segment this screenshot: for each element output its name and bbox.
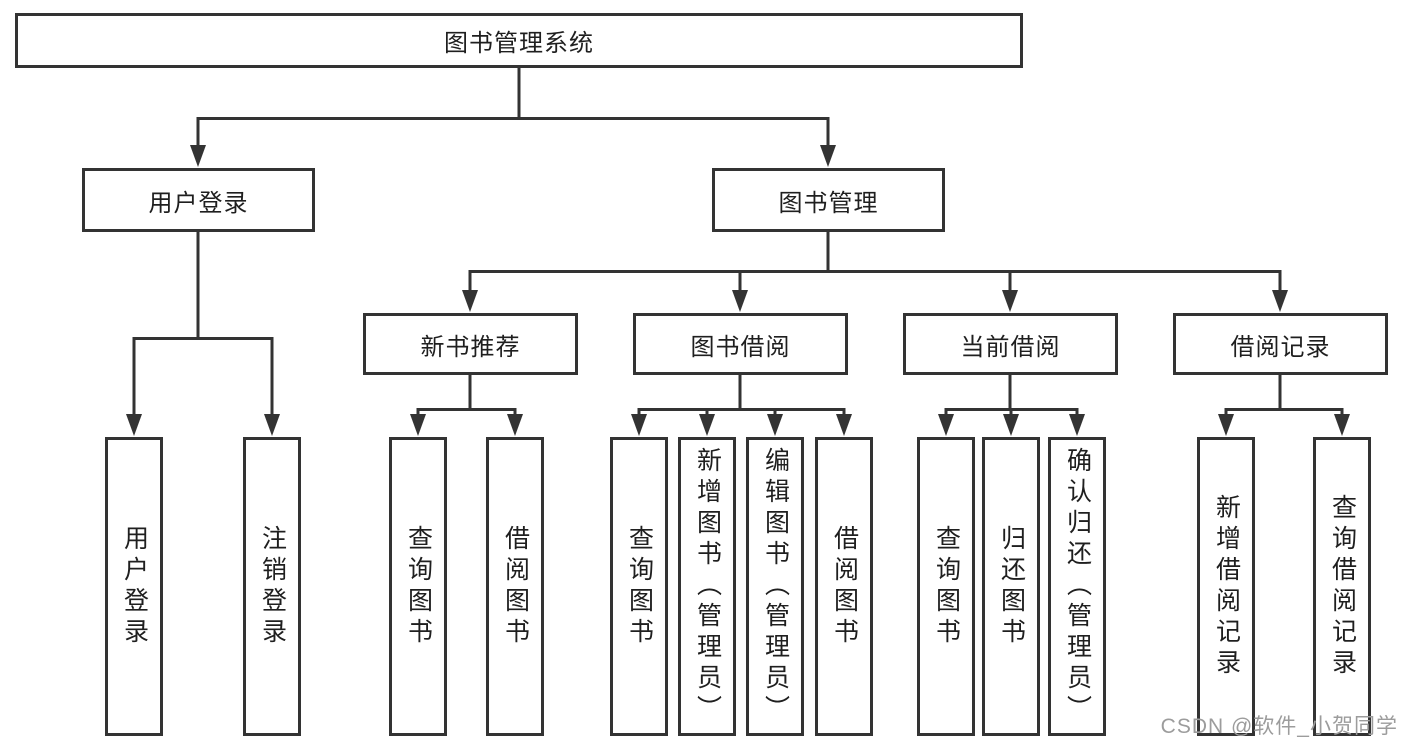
- leaf-edit-book-admin-label: 编辑图书（管理员）: [761, 447, 790, 726]
- branch-book-management-box: 图书管理: [712, 168, 945, 232]
- leaf-query-borrow-record-label: 查询借阅记录: [1328, 493, 1357, 680]
- leaf-current-query-books-box: 查询图书: [917, 437, 975, 736]
- leaf-recommend-query-books-box: 查询图书: [389, 437, 447, 736]
- root-box-library-system: 图书管理系统: [15, 13, 1023, 68]
- branch-user-login-label: 用户登录: [148, 189, 249, 217]
- leaf-borrowing-query-books-label: 查询图书: [625, 524, 654, 649]
- node-new-book-recommend-box: 新书推荐: [363, 313, 578, 375]
- leaf-return-books-label: 归还图书: [997, 524, 1026, 649]
- node-current-borrowing-label: 当前借阅: [960, 333, 1061, 361]
- leaf-logout-label: 注销登录: [258, 524, 287, 649]
- leaf-return-books-box: 归还图书: [982, 437, 1040, 736]
- leaf-recommend-borrow-books-box: 借阅图书: [486, 437, 544, 736]
- leaf-borrowing-query-books-box: 查询图书: [610, 437, 668, 736]
- leaf-edit-book-admin-box: 编辑图书（管理员）: [746, 437, 804, 736]
- node-new-book-recommend-label: 新书推荐: [420, 333, 521, 361]
- node-book-borrowing-label: 图书借阅: [690, 333, 791, 361]
- leaf-current-query-books-label: 查询图书: [932, 524, 961, 649]
- leaf-user-login-label: 用户登录: [120, 524, 149, 649]
- leaf-add-book-admin-box: 新增图书（管理员）: [678, 437, 736, 736]
- leaf-borrowing-borrow-books-box: 借阅图书: [815, 437, 873, 736]
- leaf-add-book-admin-label: 新增图书（管理员）: [693, 447, 722, 726]
- root-label: 图书管理系统: [444, 30, 594, 57]
- leaf-add-borrow-record-box: 新增借阅记录: [1197, 437, 1255, 736]
- node-borrowing-records-label: 借阅记录: [1230, 333, 1331, 361]
- leaf-borrowing-borrow-books-label: 借阅图书: [830, 524, 859, 649]
- leaf-query-borrow-record-box: 查询借阅记录: [1313, 437, 1371, 736]
- leaf-add-borrow-record-label: 新增借阅记录: [1212, 493, 1241, 680]
- leaf-recommend-borrow-books-label: 借阅图书: [501, 524, 530, 649]
- branch-user-login-box: 用户登录: [82, 168, 315, 232]
- node-book-borrowing-box: 图书借阅: [633, 313, 848, 375]
- leaf-confirm-return-admin-box: 确认归还（管理员）: [1048, 437, 1106, 736]
- leaf-recommend-query-books-label: 查询图书: [404, 524, 433, 649]
- node-current-borrowing-box: 当前借阅: [903, 313, 1118, 375]
- leaf-confirm-return-admin-label: 确认归还（管理员）: [1063, 447, 1092, 726]
- csdn-watermark: CSDN @软件_小贺同学: [1160, 715, 1398, 738]
- leaf-logout-box: 注销登录: [243, 437, 301, 736]
- node-borrowing-records-box: 借阅记录: [1173, 313, 1388, 375]
- leaf-user-login-box: 用户登录: [105, 437, 163, 736]
- branch-book-management-label: 图书管理: [778, 189, 879, 217]
